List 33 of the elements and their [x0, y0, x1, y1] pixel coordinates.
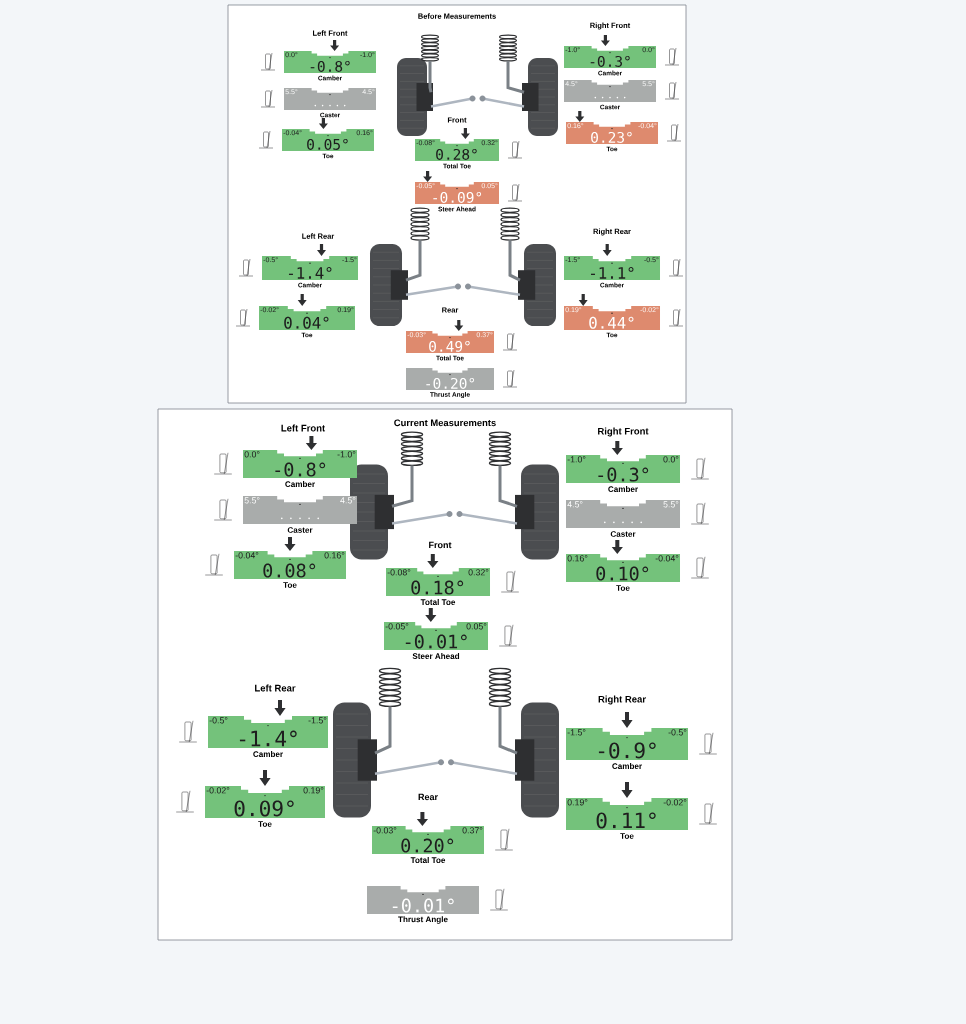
gauge-bar: -0.5° -1.5° -1.4° [208, 700, 328, 748]
gauge-label: Toe [258, 821, 272, 827]
gauge-bar: -1.0° 0.0° -0.3° [566, 441, 680, 483]
gauge-label: Steer Ahead [412, 653, 460, 659]
gauge-label: Toe [616, 585, 630, 591]
gauge-label: Camber [608, 486, 638, 492]
gauge-label: Caster [610, 531, 636, 537]
gauge-bar: -0.08° 0.32° 0.18° [386, 554, 490, 596]
gauge-label: Total Toe [420, 599, 456, 605]
section-heading: Rear [418, 793, 438, 801]
section-heading: Front [429, 541, 452, 549]
gauge-label: Camber [612, 763, 642, 769]
panel-title: Current Measurements [394, 419, 496, 427]
gauge-label: Camber [285, 481, 315, 487]
gauge-bar: 0.0° -1.0° -0.8° [243, 436, 357, 478]
gauge-label: Camber [253, 751, 283, 757]
gauge-label: Caster [287, 527, 313, 533]
gauge-bar: 5.5° 4.5° [243, 496, 357, 524]
section-heading: Right Rear [598, 695, 646, 705]
gauge-bar: -0.05° 0.05° -0.01° [384, 608, 488, 650]
gauge-label: Total Toe [410, 857, 446, 863]
gauge-bar: -0.01° [367, 886, 479, 914]
gauge-bar: -0.03° 0.37° 0.20° [372, 812, 484, 854]
gauge-label: Thrust Angle [398, 916, 448, 924]
gauge-bar: 0.16° -0.04° 0.10° [566, 540, 680, 582]
gauge-bar: -0.02° 0.19° 0.09° [205, 770, 325, 818]
gauge-bar: -1.5° -0.5° -0.9° [566, 712, 688, 760]
gauge-bar: 4.5° 5.5° [566, 500, 680, 528]
section-heading: Left Rear [255, 684, 296, 692]
gauge-label: Toe [283, 582, 297, 588]
gauge-label: Toe [620, 833, 634, 839]
gauge-bar: 0.19° -0.02° 0.11° [566, 782, 688, 830]
gauge-bar: -0.04° 0.16° 0.08° [234, 537, 346, 579]
